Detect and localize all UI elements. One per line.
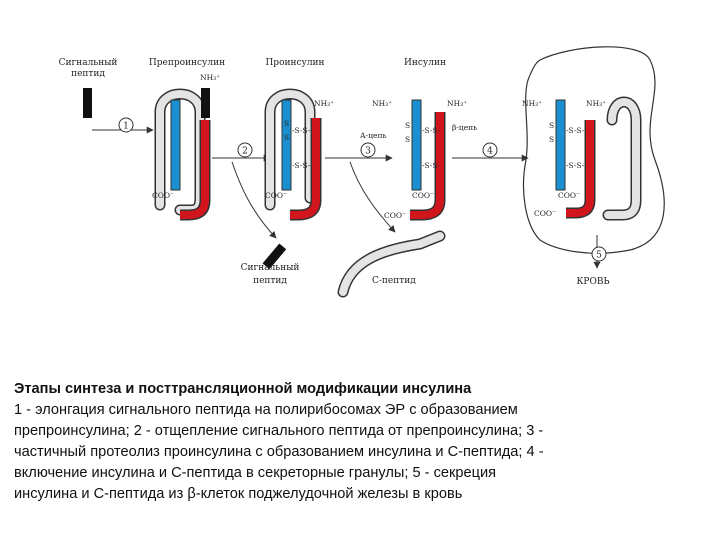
caption-title: Этапы синтеза и посттрансляционной модиф… [14, 381, 472, 397]
step-2-marker [237, 142, 253, 158]
proinsulin-coo: COO⁻ [265, 191, 287, 200]
insulin-nh3-b: NH₃⁺ [447, 99, 467, 108]
caption-body: 1 - элонгация сигнального пептида на пол… [14, 402, 544, 502]
granule-insulin: NH₃⁺ NH₃⁺ COO⁻ COO⁻ S S -S-S- -S-S- [522, 99, 606, 219]
granule-ss-1: -S-S- [566, 126, 585, 135]
insulin-s2: S [405, 135, 410, 144]
insulin-coo-b: COO⁻ [384, 211, 406, 220]
signal-cleavage-arrow [231, 161, 277, 239]
label-a-chain: А-цепь [360, 131, 387, 140]
proinsulin-ss-2: -S-S- [292, 161, 311, 170]
granule-coo-a: COO⁻ [558, 191, 580, 200]
step-5-marker [591, 246, 607, 262]
svg-text:пептид: пептид [71, 69, 105, 79]
proinsulin-ss-1: -S-S- [292, 126, 311, 135]
step-4-number: 4 [487, 147, 493, 157]
label-c-peptide: С-пептид [372, 276, 416, 286]
preproinsulin-coo: COO⁻ [152, 191, 174, 200]
insulin-coo-a: COO⁻ [412, 191, 434, 200]
granule-nh3-b: NH₃⁺ [586, 99, 606, 108]
label-insulin: Инсулин [404, 58, 446, 68]
figure-caption: Этапы синтеза и посттрансляционной модиф… [14, 379, 714, 505]
proinsulin-molecule: NH₃⁺ COO⁻ S S -S-S- -S-S- [264, 88, 334, 221]
granule-nh3-a: NH₃⁺ [522, 99, 542, 108]
granule-coo-b: COO⁻ [534, 209, 556, 218]
proinsulin-nh3: NH₃⁺ [314, 99, 334, 108]
svg-text:Сигнальный: Сигнальный [59, 58, 118, 68]
label-proinsulin: Проинсулин [265, 58, 324, 68]
insulin-nh3-a: NH₃⁺ [372, 99, 392, 108]
preproinsulin-signal-segment [201, 88, 210, 118]
proinsulin-s1: S [284, 119, 289, 128]
step-3-number: 3 [365, 147, 371, 157]
insulin-a-chain [411, 99, 422, 191]
label-cleaved-signal-peptide: Сигнальный пептид [241, 263, 300, 286]
granule-ss-2: -S-S- [566, 161, 585, 170]
step-3-marker [360, 142, 376, 158]
insulin-synthesis-diagram: Сигнальный пептид Препроинсулин Проинсул… [59, 46, 665, 298]
c-peptide-release-arrow [349, 161, 396, 233]
label-preproinsulin: Препроинсулин [149, 58, 225, 68]
cleaved-signal-peptide [262, 243, 287, 270]
granule-c-peptide [602, 96, 642, 221]
granule-s2: S [549, 135, 554, 144]
preproinsulin-molecule: NH₃⁺ COO⁻ [152, 73, 220, 221]
step-2-number: 2 [242, 147, 248, 157]
label-signal-peptide: Сигнальный пептид [59, 58, 118, 79]
insulin-s1: S [405, 121, 410, 130]
step-1-marker [118, 117, 134, 133]
preproinsulin-nh3: NH₃⁺ [200, 73, 220, 82]
insulin-ss-1: -S-S- [422, 126, 441, 135]
label-b-chain: β-цепь [452, 123, 477, 132]
step-5-number: 5 [596, 251, 602, 261]
step-1-number: 1 [123, 122, 129, 132]
proinsulin-s2: S [284, 133, 289, 142]
secretory-granule [522, 46, 665, 254]
granule-s1: S [549, 121, 554, 130]
svg-text:Сигнальный: Сигнальный [241, 263, 300, 273]
label-blood: КРОВЬ [576, 277, 609, 287]
signal-peptide-bar [83, 88, 92, 118]
insulin-molecule: NH₃⁺ NH₃⁺ COO⁻ COO⁻ А-цепь β-цепь S S -S… [360, 99, 477, 221]
svg-text:пептид: пептид [253, 276, 287, 286]
step-4-marker [482, 142, 498, 158]
insulin-ss-2: -S-S- [422, 161, 441, 170]
